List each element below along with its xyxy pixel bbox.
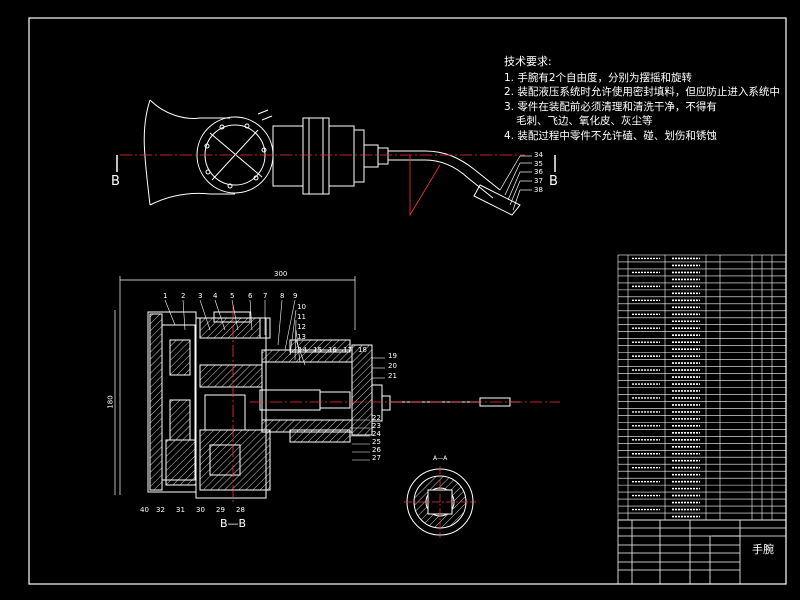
callout-section-15: 15 (313, 346, 322, 354)
callout-section-26: 26 (372, 446, 381, 454)
callout-section-6: 6 (248, 292, 253, 300)
detail-view (404, 466, 476, 538)
callout-section-8: 8 (280, 292, 285, 300)
callout-section-20: 20 (388, 362, 397, 370)
top-view (143, 99, 521, 216)
callout-section-12: 12 (297, 323, 306, 331)
parts-list (617, 254, 787, 521)
callout-section-17: 17 (343, 346, 352, 354)
callout-section-19: 19 (388, 352, 397, 360)
top-angle-lines (409, 155, 441, 217)
callout-section-10: 10 (297, 303, 306, 311)
note-1: 1. 手腕有2个自由度，分别为摆摇和旋转 (504, 71, 693, 84)
callout-section-18: 18 (358, 346, 367, 354)
notes-header: 技术要求: (504, 55, 552, 68)
callout-section-3: 3 (198, 292, 203, 300)
callout-section-40: 40 (140, 506, 149, 514)
callout-section-11: 11 (297, 313, 306, 321)
callout-section-24: 24 (372, 430, 381, 438)
callout-section-31: 31 (176, 506, 185, 514)
title-block (617, 519, 787, 585)
section-view-label: B—B (220, 517, 247, 530)
callout-section-13: 13 (297, 333, 306, 341)
callout-section-16: 16 (328, 346, 337, 354)
note-3: 3. 零件在装配前必须清理和清洗干净，不得有 (504, 100, 717, 113)
callout-top-34: 34 (534, 151, 543, 159)
dimension-vertical: 180 (106, 395, 115, 409)
note-2: 2. 装配液压系统时允许使用密封填料，但应防止进入系统中 (504, 86, 780, 98)
detail-label: A—A (433, 455, 448, 462)
section-label-right: B (549, 174, 558, 189)
callout-section-25: 25 (372, 438, 381, 446)
callout-section-27: 27 (372, 454, 381, 462)
callout-top-35: 35 (534, 159, 543, 168)
callout-section-29: 29 (216, 506, 225, 514)
callout-section-9: 9 (293, 292, 298, 300)
top-leaders (499, 155, 532, 211)
callout-section-1: 1 (163, 292, 168, 300)
dimension-horizontal: 300 (274, 270, 288, 278)
callout-section-30: 30 (196, 506, 205, 514)
callout-section-28: 28 (236, 506, 245, 514)
technical-notes: 技术要求: 1. 手腕有2个自由度，分别为摆摇和旋转 2. 装配液压系统时允许使… (504, 55, 780, 143)
section-label-left: B (111, 174, 120, 189)
note-4: 4. 装配过程中零件不允许磕、碰、划伤和锈蚀 (504, 129, 717, 142)
callout-section-2: 2 (181, 292, 186, 300)
section-view (114, 276, 520, 499)
callout-section-14: 14 (298, 346, 307, 354)
callout-section-32: 32 (156, 506, 165, 514)
callout-section-23: 23 (372, 422, 381, 430)
note-3-cont: 毛刺、飞边、氧化皮、灰尘等 (516, 115, 653, 127)
callout-top-38: 38 (534, 185, 543, 194)
callout-section-21: 21 (388, 372, 397, 380)
callout-section-4: 4 (213, 292, 218, 300)
callout-top-36: 36 (534, 168, 543, 177)
callout-section-5: 5 (230, 292, 235, 300)
callout-section-7: 7 (263, 292, 268, 300)
callout-section-22: 22 (372, 414, 381, 422)
section-leaders (164, 299, 385, 461)
drawing-title: 手腕 (752, 543, 774, 556)
callout-top-37: 37 (534, 177, 543, 186)
